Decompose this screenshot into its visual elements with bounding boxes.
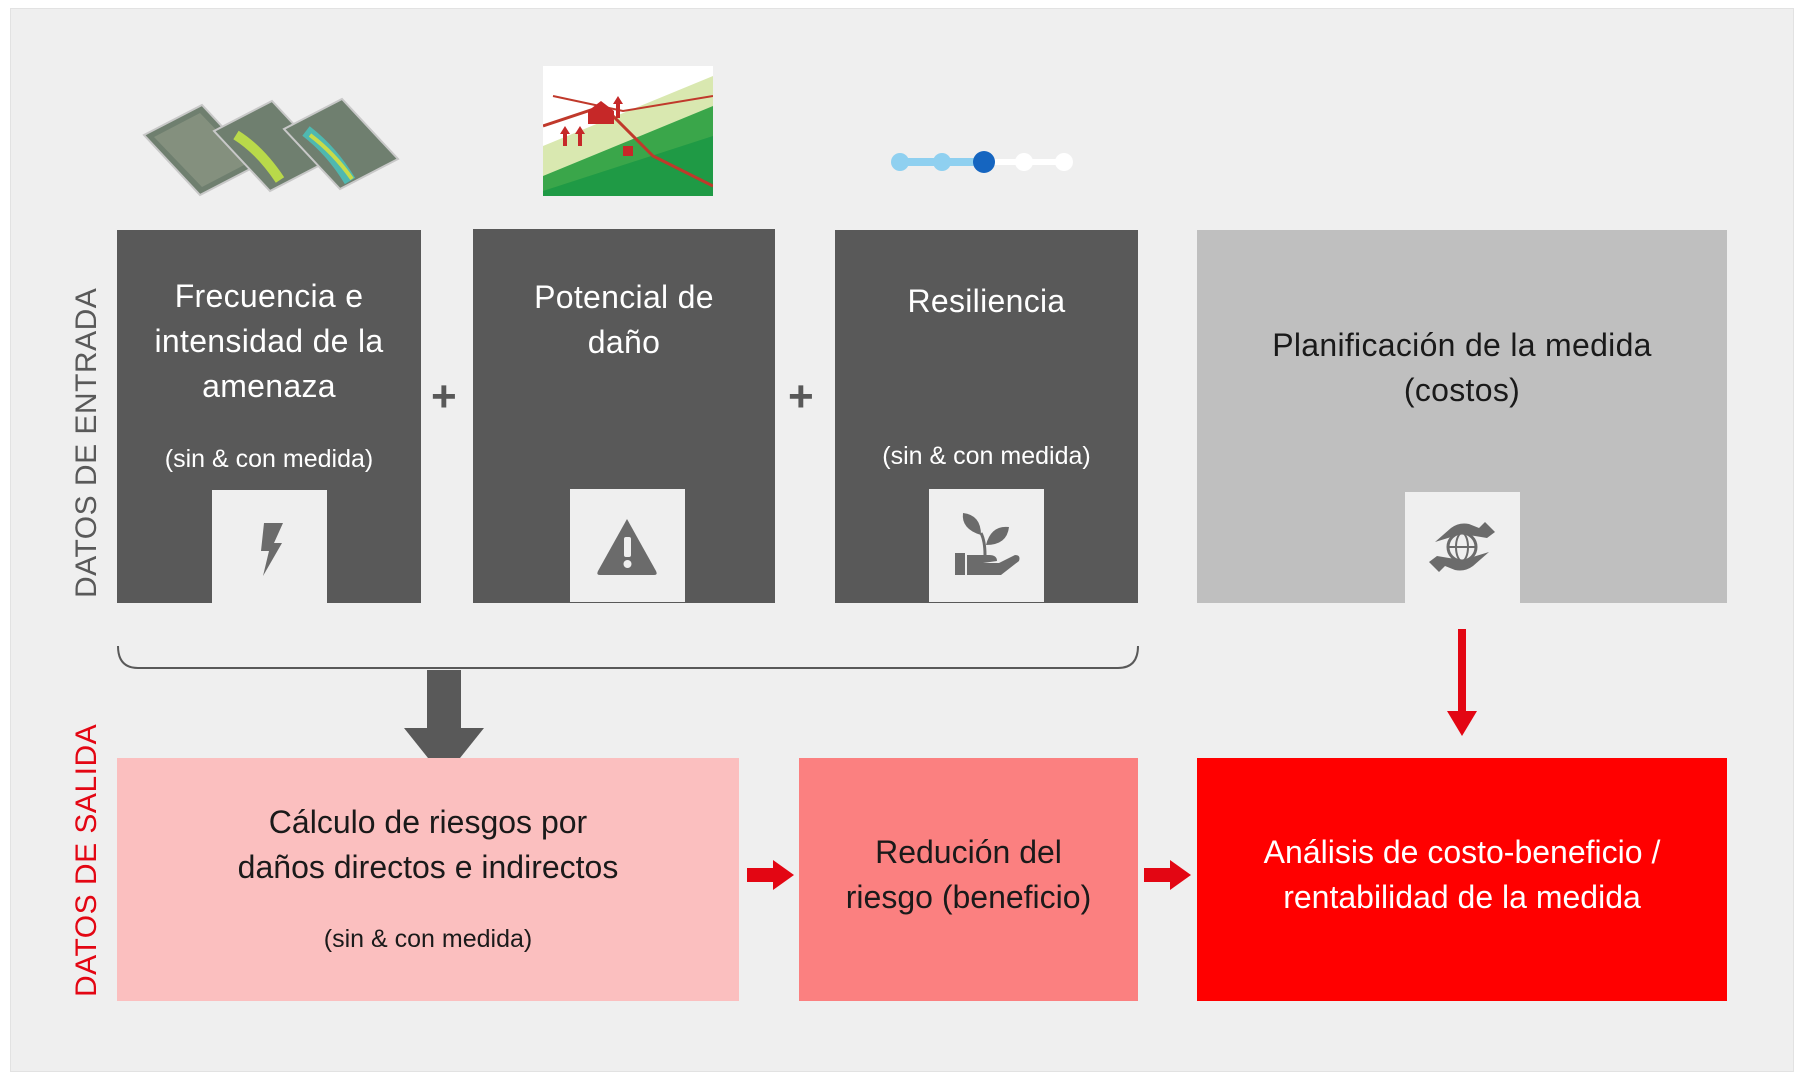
risk-calculation-output-box: Cálculo de riesgos por daños directos e … [117, 758, 739, 1001]
risk-calculation-title: Cálculo de riesgos por daños directos e … [237, 804, 619, 885]
planning-title: Planificación de la medida (costos) [1272, 327, 1652, 408]
input-side-label: DATOS DE ENTRADA [70, 287, 103, 598]
hazard-maps-illustration [142, 97, 400, 197]
plus-operator-1: + [431, 372, 457, 421]
resilience-title: Resiliencia [907, 283, 1066, 319]
red-right-arrow-1 [747, 860, 794, 890]
risk-reduction-output-box: Redución del riesgo (beneficio) [799, 758, 1138, 1001]
resilience-icon-slot [929, 489, 1044, 602]
plus-operator-2: + [788, 372, 814, 421]
input-group-bracket [117, 645, 1139, 669]
scale-dot-3 [973, 151, 995, 173]
resilience-input-box: Resiliencia (sin & con medida) [835, 230, 1138, 603]
resilience-scale-illustration [891, 151, 1073, 173]
plant-in-hand-icon [955, 513, 1020, 575]
scale-dot-4 [1015, 153, 1033, 171]
scale-dot-5 [1055, 153, 1073, 171]
scale-dot-2 [933, 153, 951, 171]
red-right-arrow-2 [1144, 860, 1191, 890]
hazard-note: (sin & con medida) [164, 445, 374, 473]
damage-icon-slot [570, 489, 685, 602]
hazard-title: Frecuencia e intensidad de la amenaza [154, 278, 384, 404]
grey-down-arrow [404, 670, 484, 778]
planning-input-box: Planificación de la medida (costos) [1197, 230, 1727, 605]
globe-hands-icon [1429, 522, 1495, 572]
damage-potential-title: Potencial de daño [534, 279, 714, 360]
red-down-arrow [1447, 629, 1477, 736]
cost-benefit-title: Análisis de costo-beneficio / rentabilid… [1263, 834, 1661, 915]
hazard-icon-slot [212, 490, 327, 603]
risk-calculation-note: (sin & con medida) [323, 925, 533, 953]
scale-dot-1 [891, 153, 909, 171]
risk-reduction-title: Redución del riesgo (beneficio) [845, 834, 1092, 915]
planning-icon-slot [1405, 492, 1520, 605]
lightning-bolt-icon [261, 523, 283, 576]
output-side-label: DATOS DE SALIDA [70, 723, 103, 997]
map-sheet-3 [282, 97, 400, 191]
cost-benefit-output-box: Análisis de costo-beneficio / rentabilid… [1197, 758, 1727, 1001]
resilience-note: (sin & con medida) [882, 442, 1091, 470]
hazard-input-box: Frecuencia e intensidad de la amenaza (s… [117, 230, 421, 603]
damage-potential-illustration [543, 66, 713, 196]
warning-triangle-icon [597, 519, 657, 575]
damage-potential-input-box: Potencial de daño [473, 229, 775, 603]
